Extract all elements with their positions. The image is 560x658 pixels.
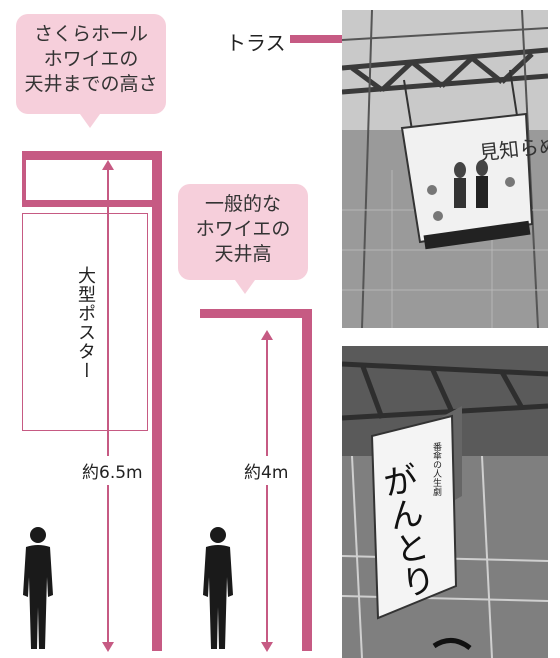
truss-bottom-chord <box>22 200 154 207</box>
large-poster-label: 大型ポスター <box>75 266 96 380</box>
banner-subtitle-text: 番傘の人生劇 <box>431 441 442 497</box>
sakura-height-arrow <box>102 160 114 652</box>
person-silhouette-icon <box>203 527 233 649</box>
sakura-ceiling-bar <box>22 151 162 160</box>
general-height-arrow <box>261 330 273 652</box>
general-ceiling-bar <box>200 309 312 318</box>
person-silhouette-icon <box>23 527 53 649</box>
general-bubble-line-1: 一般的な <box>204 193 281 215</box>
sakura-bubble-line-3: 天井までの高さ <box>24 73 158 95</box>
sakura-hall-bubble: さくらホール ホワイエの 天井までの高さ <box>16 14 166 128</box>
truss-left-post <box>22 151 26 207</box>
foyer-photo-truss: 見知らぬ <box>342 10 548 328</box>
bubble-tail <box>235 280 255 294</box>
general-wall <box>302 309 312 651</box>
general-bubble-line-3: 天井高 <box>214 243 272 265</box>
general-foyer-bubble: 一般的な ホワイエの 天井高 <box>178 184 308 294</box>
foyer-photo-banner: がんとり 番傘の人生劇 <box>342 346 548 658</box>
large-poster-outline <box>22 213 148 431</box>
sakura-height-label: 約6.5m <box>82 456 143 485</box>
truss-label: トラス <box>226 31 286 55</box>
sakura-bubble-line-2: ホワイエの <box>43 48 139 70</box>
general-bubble-line-2: ホワイエの <box>195 218 291 240</box>
general-height-label: 約4m <box>244 456 289 485</box>
sakura-bubble-line-1: さくらホール <box>33 23 148 45</box>
bubble-tail <box>80 114 100 128</box>
sakura-wall <box>152 151 162 651</box>
